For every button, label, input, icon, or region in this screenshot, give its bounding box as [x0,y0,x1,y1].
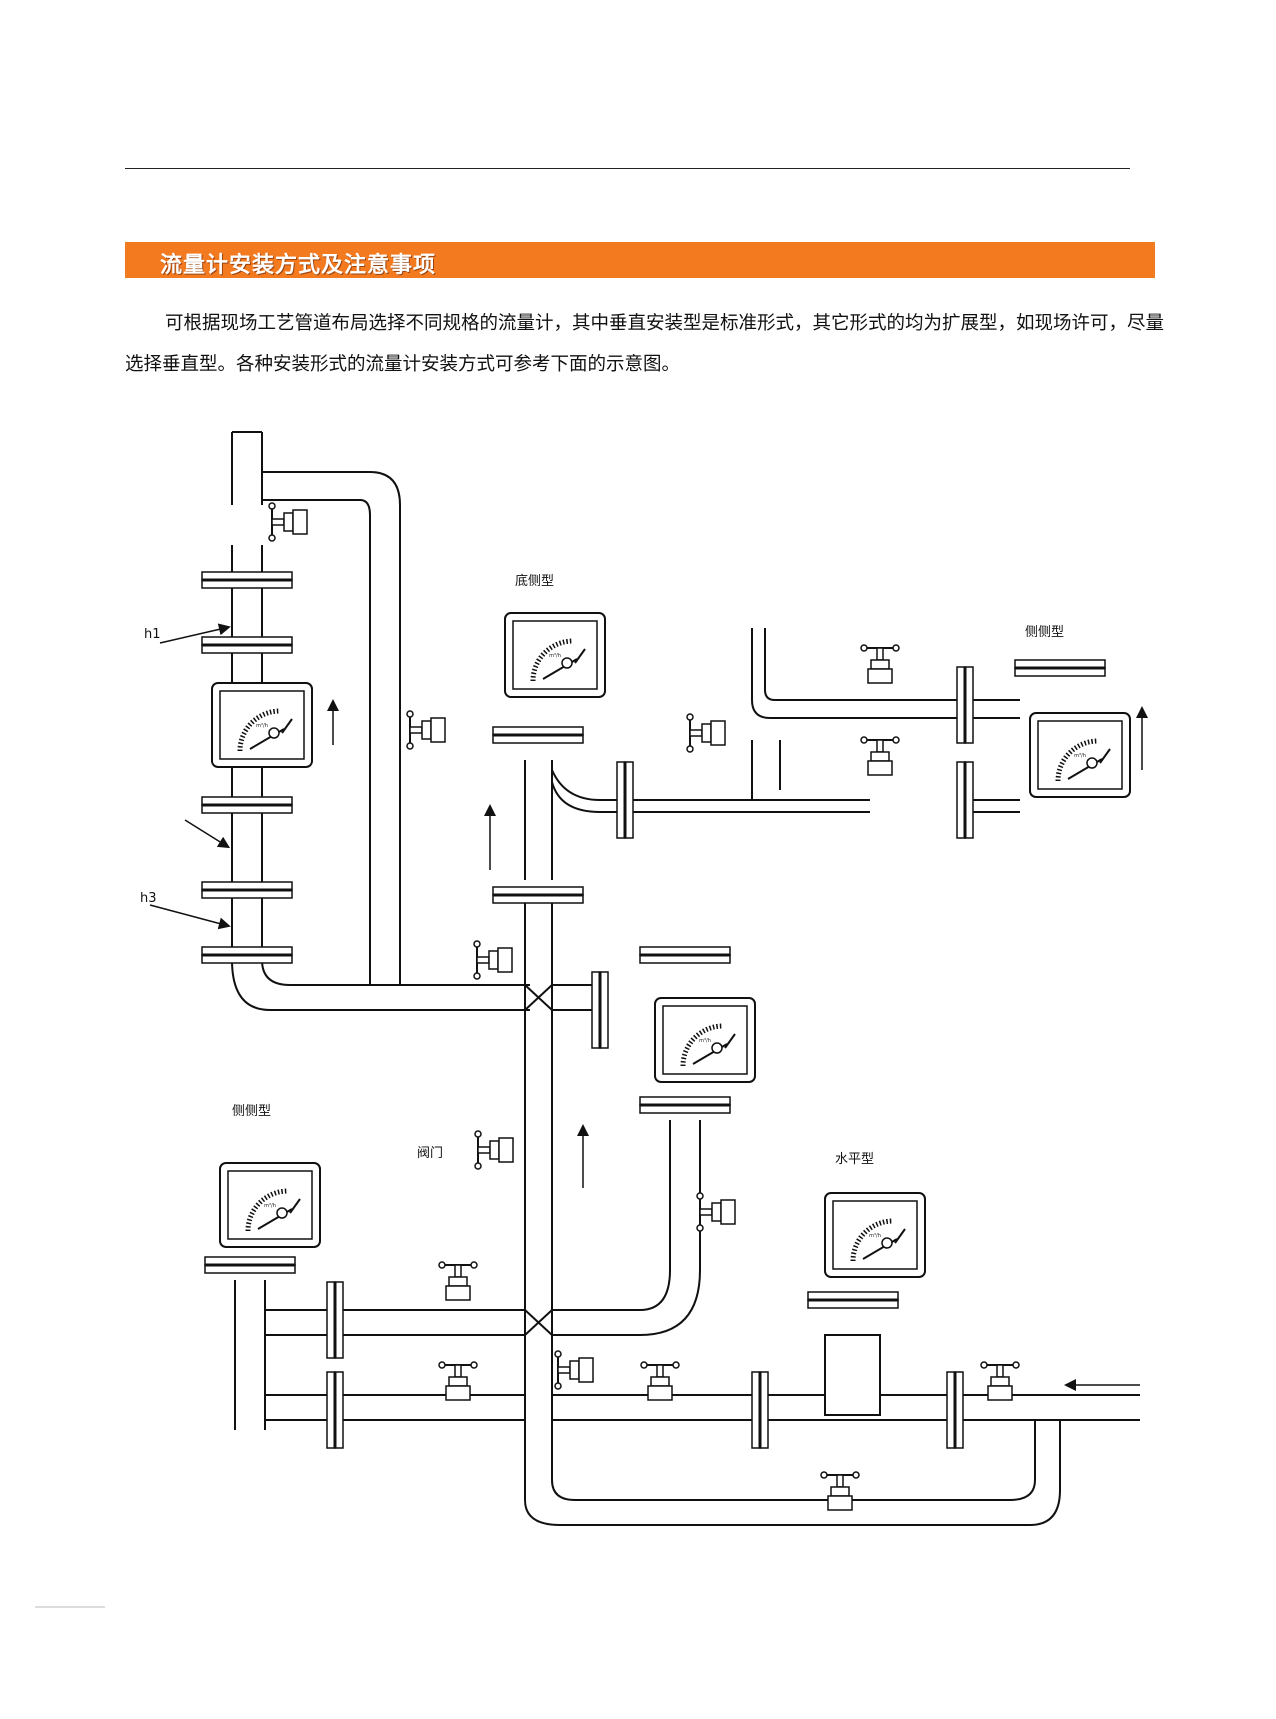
intro-text: 可根据现场工艺管道布局选择不同规格的流量计，其中垂直安装型是标准形式，其它形式的… [125,313,1165,375]
intro-paragraph: 可根据现场工艺管道布局选择不同规格的流量计，其中垂直安装型是标准形式，其它形式的… [125,303,1165,385]
diagram-labels: h1 h3 底侧型 侧侧型 侧侧型 阀门 水平型 [140,573,1064,1167]
valves [268,502,1020,1511]
header-rule [125,168,1130,169]
section-title: 流量计安装方式及注意事项 [160,253,437,278]
label-bottom-side: 底侧型 [515,573,554,589]
label-h3: h3 [140,891,157,906]
label-side-side-right: 侧侧型 [1025,625,1064,640]
pipe-network [231,431,1140,1526]
label-side-side-left: 侧侧型 [232,1104,271,1119]
label-h1: h1 [144,627,161,642]
label-horizontal: 水平型 [835,1152,874,1167]
flow-arrows [149,623,1148,1391]
section-banner: 流量计安装方式及注意事项 [125,242,1155,278]
footer-mark [35,1606,105,1608]
label-valve: 阀门 [417,1146,443,1161]
